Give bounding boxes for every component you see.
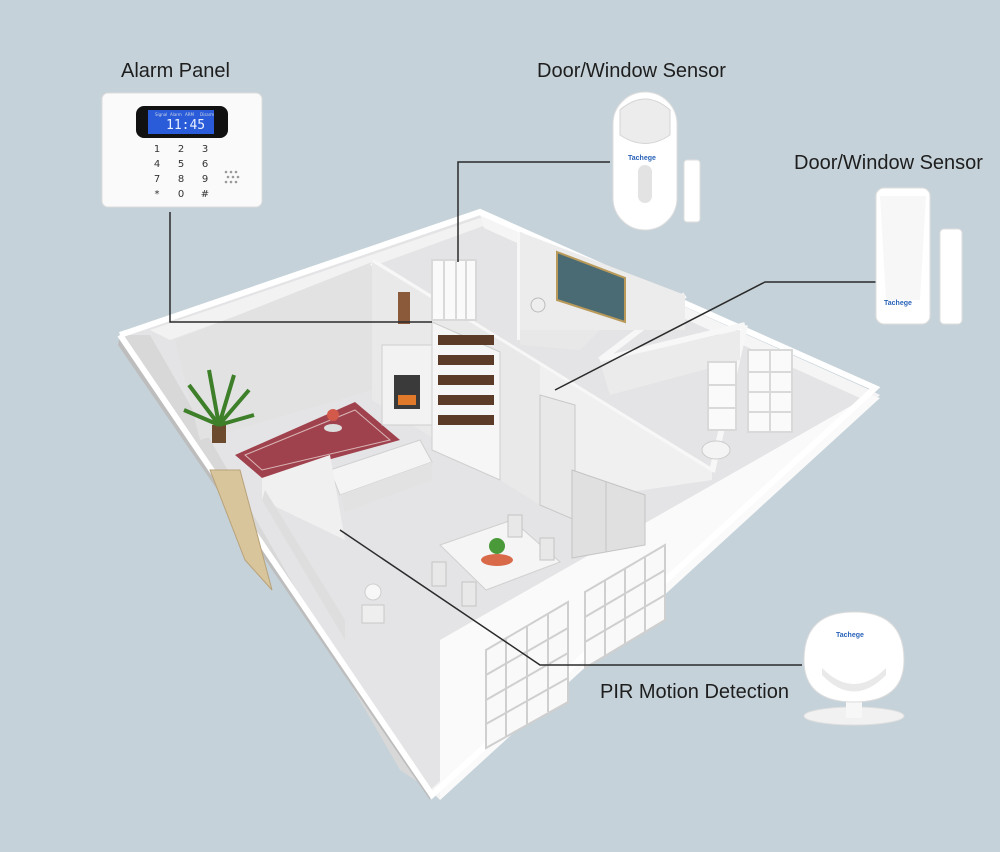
door-window-sensor-2-device: Tachege xyxy=(875,187,963,325)
door-window-sensor-1-device: Tachege xyxy=(612,91,701,231)
connector-sensor-1 xyxy=(457,161,610,262)
brand-logo: Tachege xyxy=(884,300,912,307)
keypad-key: 0 xyxy=(178,189,184,200)
keypad-key: 8 xyxy=(178,174,184,185)
brand-logo: Tachege xyxy=(836,632,864,639)
keypad-key: 7 xyxy=(154,174,160,185)
connector-pir xyxy=(339,529,802,666)
keypad-key: 1 xyxy=(154,144,160,155)
connector-sensor-2 xyxy=(554,281,878,391)
lcd-indicator: Signal xyxy=(155,112,167,117)
keypad-key: 3 xyxy=(202,144,208,155)
lcd-indicator: Disarm xyxy=(200,112,214,117)
keypad-key: 9 xyxy=(202,174,208,185)
speaker-grille-icon xyxy=(224,170,240,184)
door-window-sensor-label-1: Door/Window Sensor xyxy=(537,60,726,82)
house-cutaway xyxy=(117,208,881,800)
keypad-key: # xyxy=(201,189,209,200)
connector-lines xyxy=(169,161,878,666)
alarm-panel-label: Alarm Panel xyxy=(121,60,230,82)
keypad-key: * xyxy=(155,189,160,200)
door-window-sensor-label-2: Door/Window Sensor xyxy=(794,152,983,174)
keypad-key: 2 xyxy=(178,144,184,155)
brand-logo: Tachege xyxy=(628,155,656,162)
connector-alarm-panel xyxy=(169,212,432,323)
lcd-time: 11:45 xyxy=(166,118,205,133)
keypad-key: 6 xyxy=(202,159,208,170)
lcd-indicator: ARM xyxy=(185,112,195,117)
lcd-indicator: Alarm xyxy=(170,112,182,117)
pir-motion-detector-device: Tachege xyxy=(803,611,905,726)
keypad-key: 4 xyxy=(154,159,160,170)
pir-motion-label: PIR Motion Detection xyxy=(600,681,789,703)
keypad-key: 5 xyxy=(178,159,184,170)
